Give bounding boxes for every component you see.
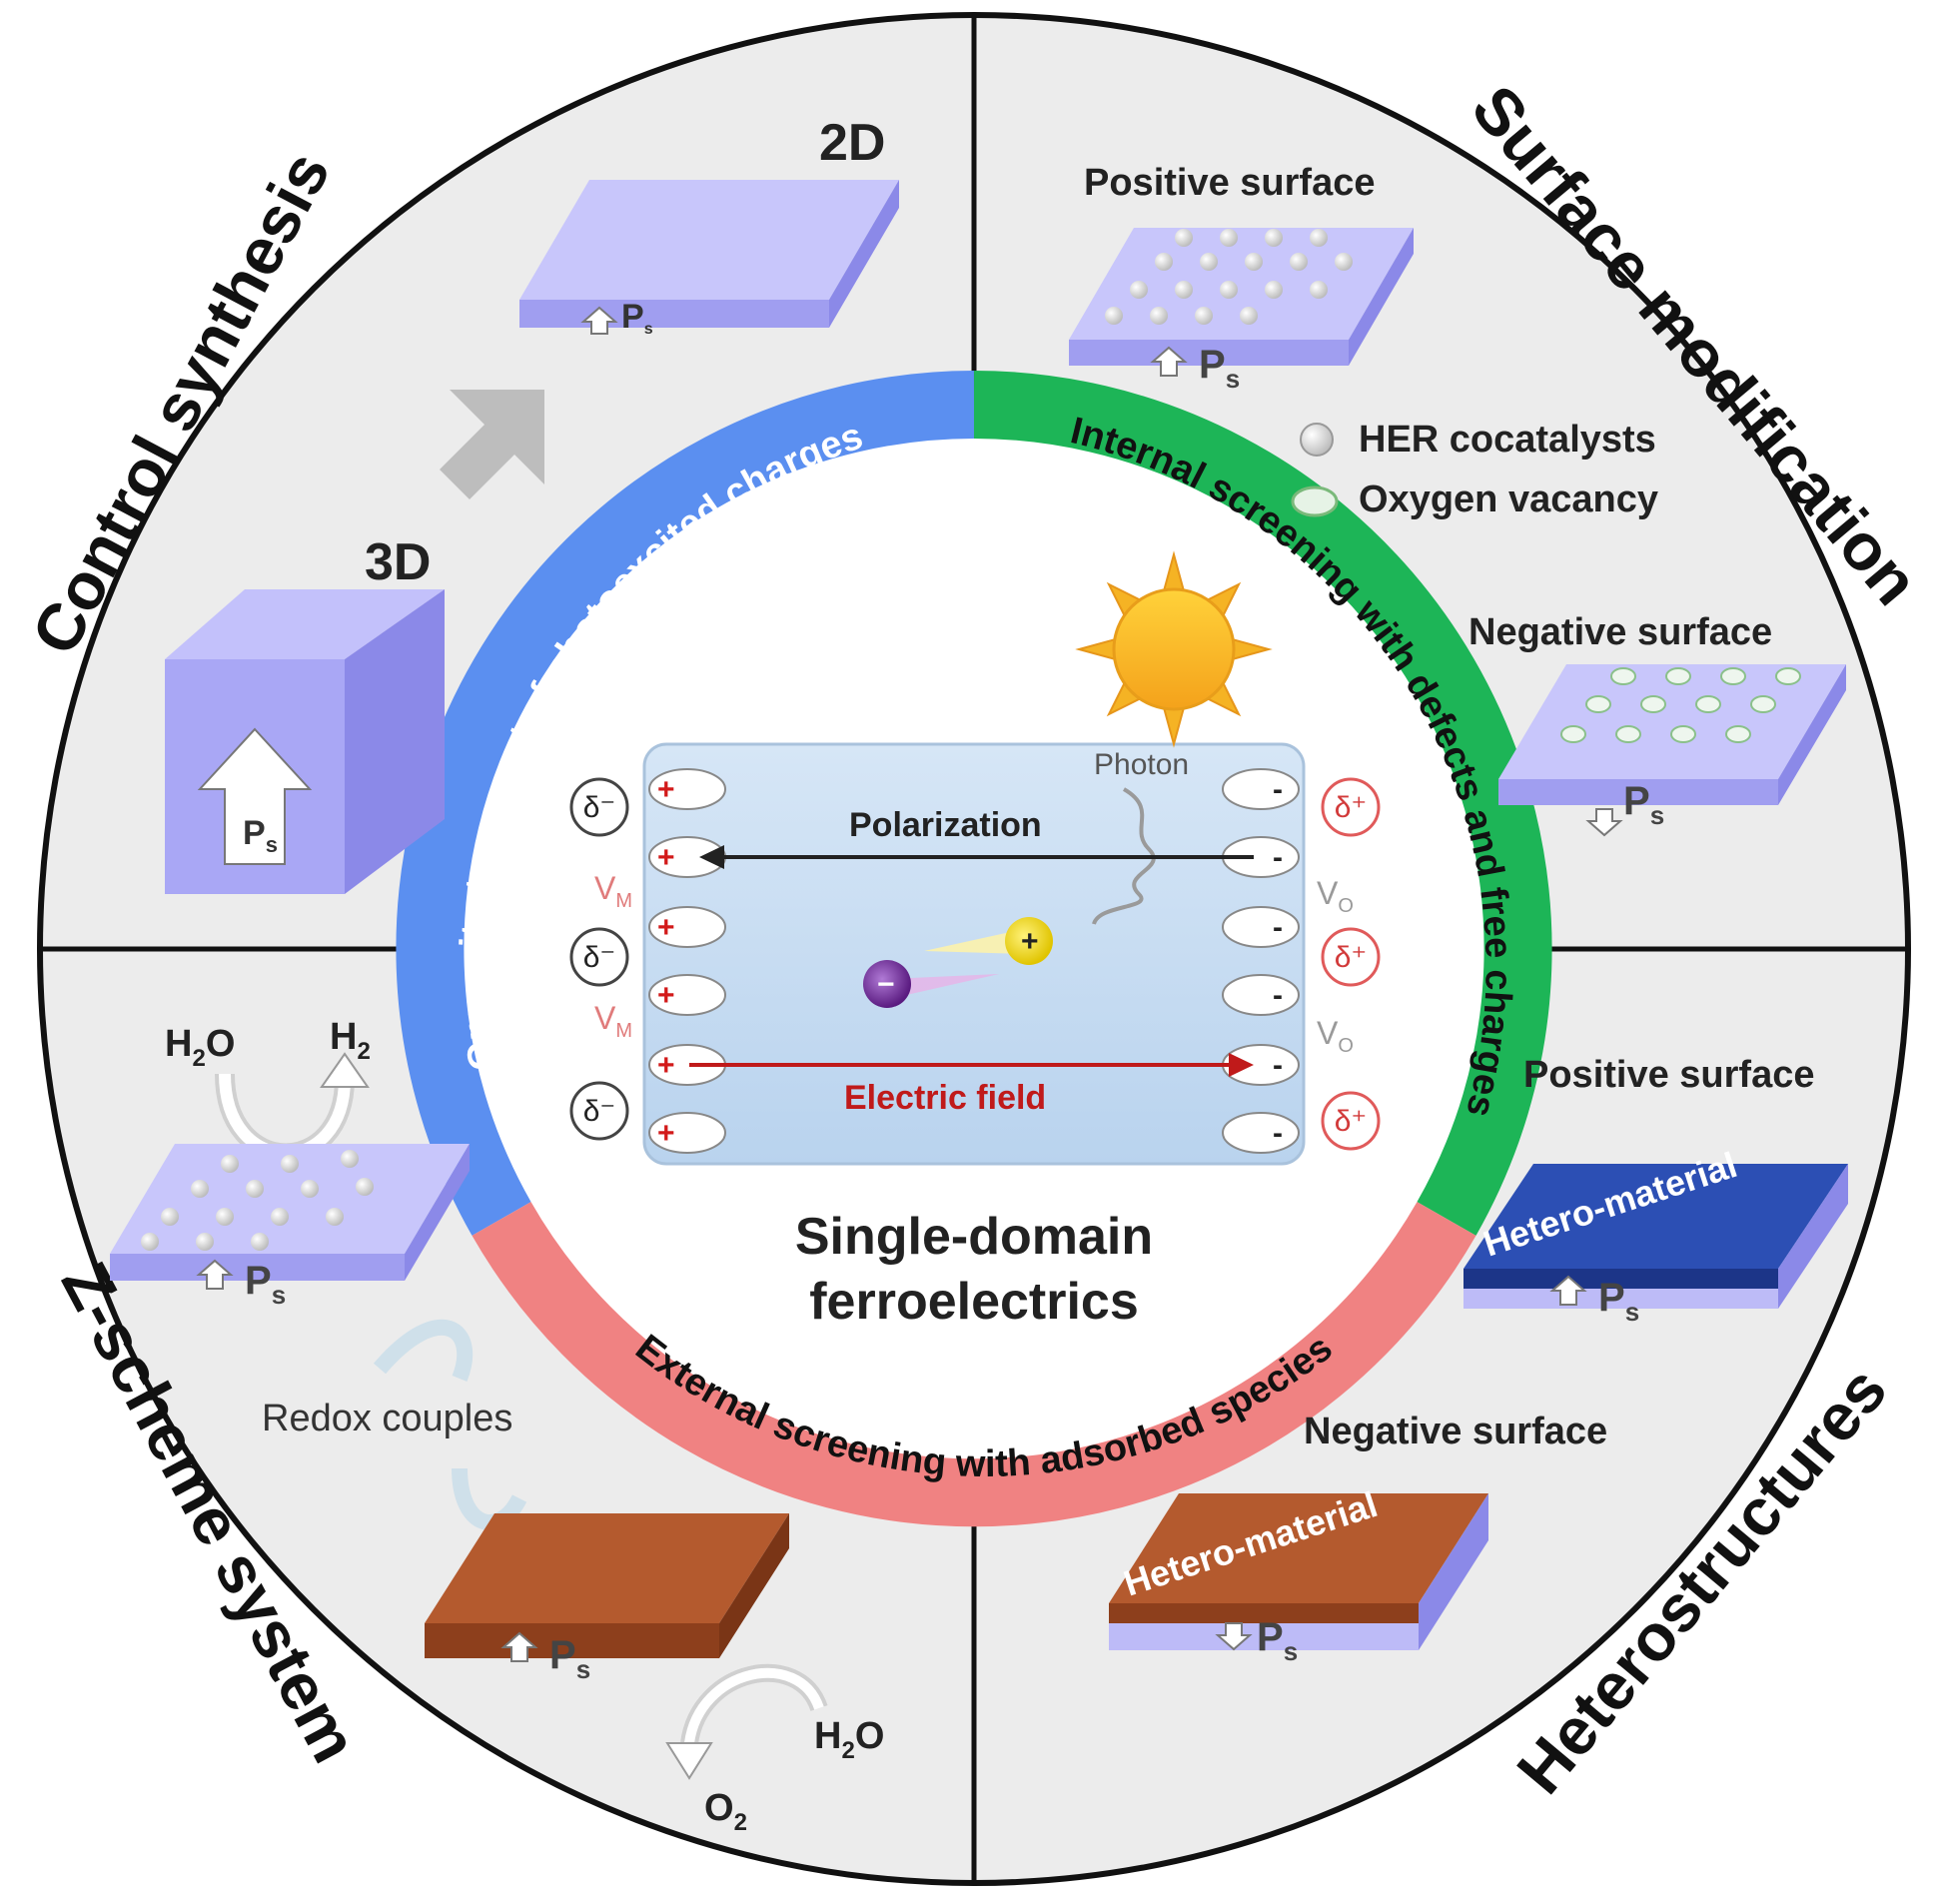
redox-arrow-top-icon [373, 1319, 474, 1382]
ring-segment-green [973, 371, 1552, 1236]
label-positive-surface-bottom: Positive surface [1523, 1054, 1814, 1096]
surface-modification-section: Positive surface Ps HER cocatalysts Oxyg… [1069, 162, 1846, 837]
vo-label: VO [1317, 1015, 1354, 1057]
electric-field-arrowhead-icon [1229, 1053, 1254, 1077]
delta-minus-label: δ⁻ [583, 1095, 616, 1128]
delta-plus-group: δ⁺ δ⁺ δ⁺ [1321, 777, 1381, 1151]
h2-top-label: H2 [330, 1016, 371, 1065]
label-negative-surface-bottom: Negative surface [1304, 1411, 1607, 1452]
label-3d: 3D [365, 533, 431, 591]
plus-sign: + [657, 1049, 675, 1082]
polarization-arrow-up-icon [197, 727, 313, 865]
polarization-arrow-up-icon [580, 306, 618, 335]
label-negative-surface-top: Negative surface [1468, 611, 1772, 653]
legend: HER cocatalysts Oxygen vacancy [1291, 419, 1658, 520]
vm-label: VM [594, 870, 632, 912]
polarization-arrow-up-icon [1150, 346, 1188, 377]
sun-icon [1075, 550, 1273, 748]
polarization-arrowhead-icon [699, 845, 724, 869]
slab-zscheme-brown: Ps [425, 1513, 789, 1684]
h2o-bottom-label: H2O [814, 1715, 884, 1764]
minus-sign: - [1273, 773, 1283, 806]
polarization-arrow-up-icon [1549, 1275, 1587, 1306]
oxygen-vacancy-legend-icon [1291, 485, 1339, 517]
cube-ps-label: Ps [243, 814, 278, 857]
control-synthesis-section: 3D Ps 2D Ps [165, 114, 899, 894]
right-charge-column: - - - - - - [1222, 768, 1300, 1154]
minus-sign: - [1273, 911, 1283, 944]
electron-charge-label: − [877, 968, 895, 1001]
photon-wave-icon [1092, 787, 1156, 925]
redox-label: Redox couples [262, 1398, 512, 1439]
plus-sign: + [657, 1117, 675, 1150]
plus-sign: + [657, 841, 675, 874]
slab-hetero-blue: Hetero-material Ps [1463, 1144, 1848, 1327]
minus-sign: - [1273, 979, 1283, 1012]
legend-her-text: HER cocatalysts [1359, 419, 1656, 461]
o2-label: O2 [704, 1787, 747, 1836]
polarization-arrow-down-icon [1585, 808, 1623, 837]
label-2d: 2D [819, 114, 885, 172]
plus-sign: + [657, 979, 675, 1012]
vm-label: VM [594, 1000, 632, 1042]
center-title-line1: Single-domain [795, 1208, 1153, 1266]
minus-sign: - [1273, 841, 1283, 874]
hetero-brown-ps-label: Ps [1257, 1615, 1298, 1666]
slab-ps-label: Ps [621, 298, 653, 338]
delta-minus-label: δ⁻ [583, 941, 616, 974]
hole-carrier-icon [1005, 917, 1053, 965]
zscheme-brown-ps-label: Ps [549, 1633, 590, 1684]
plus-sign: + [657, 773, 675, 806]
heterostructures-section: Positive surface Hetero-material Ps Nega… [1109, 1054, 1848, 1666]
electric-field-label: Electric field [844, 1079, 1046, 1117]
polarization-label: Polarization [849, 806, 1042, 844]
delta-plus-label: δ⁺ [1335, 941, 1368, 974]
polarization-arrow-up-icon [196, 1259, 234, 1290]
zscheme-top-ps-label: Ps [245, 1259, 286, 1310]
slab-positive-dots: Ps [1069, 228, 1414, 394]
her-cocatalyst-dots [1105, 229, 1353, 325]
center-panel: Photon + + + + + + [569, 550, 1381, 1331]
delta-plus-label: δ⁺ [1335, 791, 1368, 824]
photon-label: Photon [1094, 748, 1189, 781]
z-scheme-section: H2O H2 Ps Redox couples Ps [110, 1016, 884, 1836]
delta-minus-group: δ⁻ δ⁻ δ⁻ [569, 777, 629, 1141]
minus-sign: - [1273, 1049, 1283, 1082]
redox-arrow-bottom-icon [452, 1467, 527, 1530]
delta-minus-label: δ⁻ [583, 791, 616, 824]
ring-segment-blue [396, 371, 975, 1236]
her-cocatalyst-legend-icon [1300, 423, 1334, 457]
polarization-arrow-up-icon [500, 1631, 538, 1662]
slab-zscheme-top: Ps [110, 1144, 470, 1310]
left-charge-column: + + + + + + [648, 768, 726, 1154]
delta-plus-label: δ⁺ [1335, 1105, 1368, 1138]
hetero-blue-ps-label: Ps [1598, 1276, 1639, 1327]
minus-sign: - [1273, 1117, 1283, 1150]
polarization-arrow-down-icon [1215, 1622, 1253, 1651]
negative-ps-label: Ps [1623, 779, 1664, 830]
ferroelectric-domain [642, 742, 1306, 1166]
her-cocatalyst-dots [141, 1150, 374, 1251]
electron-carrier-icon [863, 960, 911, 1008]
cube-3d: Ps [165, 589, 445, 894]
positive-ps-label: Ps [1199, 343, 1240, 394]
slab-2d: Ps [519, 180, 899, 338]
vo-label: VO [1317, 875, 1354, 917]
label-positive-surface-top: Positive surface [1084, 162, 1375, 204]
slab-hetero-brown: Hetero-material Ps [1109, 1483, 1488, 1666]
hole-trail [924, 929, 1024, 954]
slab-negative-vacancies: Ps [1498, 664, 1846, 837]
oxygen-vacancy-marks [1560, 667, 1801, 743]
growth-arrow-icon [440, 390, 544, 499]
center-title-line2: ferroelectrics [809, 1273, 1139, 1331]
legend-ov-text: Oxygen vacancy [1359, 478, 1658, 520]
plus-sign: + [657, 911, 675, 944]
electron-trail [889, 974, 999, 999]
h2o-top-label: H2O [165, 1023, 235, 1072]
hole-charge-label: + [1021, 925, 1039, 958]
ring-segment-red [472, 1202, 1476, 1527]
